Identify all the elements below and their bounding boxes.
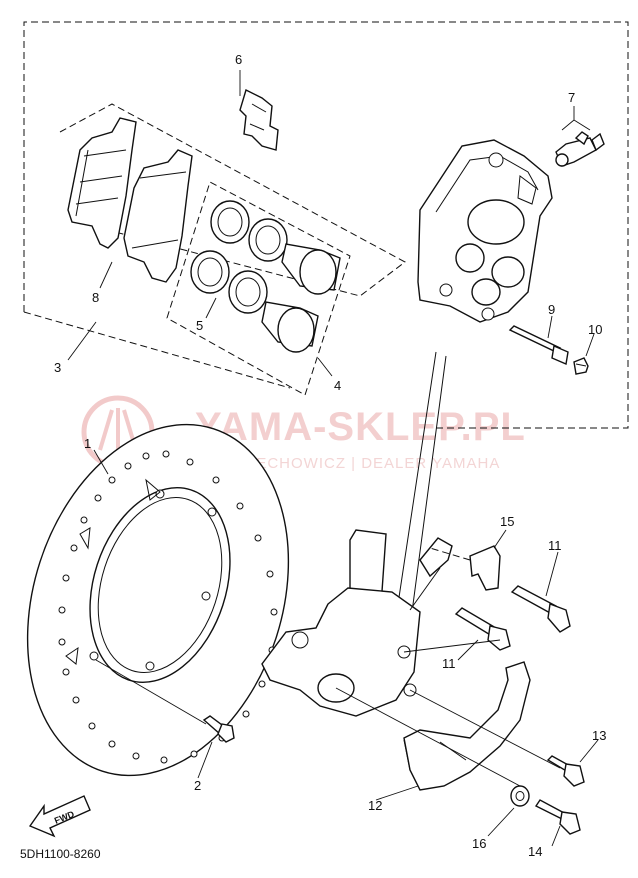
- callout-15: 15: [500, 514, 514, 529]
- leader-lines: [67, 70, 599, 847]
- disc-mount-holes: [89, 489, 217, 671]
- bolt-14: [534, 799, 581, 835]
- callout-11-upper: 11: [548, 538, 562, 553]
- callout-11-lower: 11: [442, 656, 456, 671]
- pistons: [261, 243, 341, 353]
- caliper-assembly-boundary: [23, 21, 629, 429]
- pad-kit-boundary: [59, 103, 406, 297]
- callout-16: 16: [472, 836, 486, 851]
- callout-13: 13: [592, 728, 606, 743]
- pin-clip: [573, 357, 589, 375]
- disc-cover: [403, 661, 531, 791]
- piston-seals: [190, 200, 288, 314]
- watermark: YAMA-SKLEP.PL WOJCIECHOWICZ | DEALER YAM…: [81, 395, 526, 472]
- brake-pads: [67, 117, 193, 283]
- bolt-11-lower: [454, 607, 511, 651]
- bolt-11-upper: [510, 585, 571, 633]
- disc-holes: [58, 450, 278, 764]
- callout-12: 12: [368, 798, 382, 813]
- callout-3: 3: [54, 360, 61, 375]
- callout-labels: 6 7 8 5 9 10 3 4 1 15 11 11 13 2 12 16 1…: [54, 52, 606, 859]
- bolt-13: [546, 755, 585, 787]
- callout-4: 4: [334, 378, 341, 393]
- callout-10: 10: [588, 322, 602, 337]
- front-fork-leg: [261, 351, 453, 717]
- washer-16: [510, 785, 530, 807]
- hose-guide: [429, 545, 501, 591]
- callout-5: 5: [196, 318, 203, 333]
- watermark-title: YAMA-SKLEP.PL: [195, 405, 526, 449]
- callout-7: 7: [568, 90, 575, 105]
- callout-1: 1: [84, 436, 91, 451]
- callout-6: 6: [235, 52, 242, 67]
- watermark-subtitle: WOJCIECHOWICZ | DEALER YAMAHA: [203, 455, 500, 472]
- pad-pin: [508, 325, 569, 365]
- callout-2: 2: [194, 778, 201, 793]
- pad-spring: [239, 89, 279, 151]
- diagram-code: 5DH1100-8260: [20, 847, 101, 861]
- callout-9: 9: [548, 302, 555, 317]
- brake-caliper: [417, 139, 553, 323]
- brake-disc: [26, 423, 290, 777]
- bleed-screw: [555, 131, 605, 167]
- callout-14: 14: [528, 844, 542, 859]
- callout-8: 8: [92, 290, 99, 305]
- bolt-2: [202, 715, 235, 743]
- forward-arrow-icon: FWD: [28, 795, 91, 838]
- seal-kit-boundary: [166, 181, 351, 396]
